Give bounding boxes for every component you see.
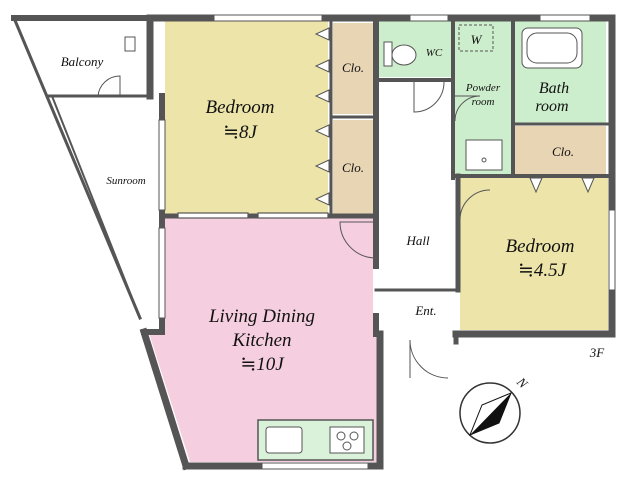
balcony-label: Balcony <box>61 54 104 69</box>
stove-burner-3 <box>342 441 352 451</box>
wash-basin-drain <box>481 157 487 163</box>
compass-needle-north <box>470 393 511 435</box>
door-powder <box>454 95 481 122</box>
door-wc <box>413 81 445 113</box>
balcony-area <box>18 22 143 93</box>
ldk-label-2: Kitchen <box>231 330 291 351</box>
compass-north-label: N <box>513 374 531 392</box>
wash-basin-icon <box>465 139 503 171</box>
ldk-area <box>148 218 378 462</box>
closet-markers <box>314 27 595 206</box>
window-bottom-kitchen <box>261 462 369 470</box>
bedroom-small-size: ≒4.5J <box>518 260 568 281</box>
door-ldk <box>339 221 377 259</box>
toilet-icon <box>391 44 417 66</box>
window-sunroom-bedroom <box>158 119 166 211</box>
sunroom-area <box>52 93 162 320</box>
bedroom-large-size: ≒8J <box>223 122 258 143</box>
toilet-tank <box>383 41 393 67</box>
doors <box>97 75 491 379</box>
ldk-label-1: Living Dining <box>208 306 315 327</box>
wc-label: WC <box>426 47 443 59</box>
sink-icon <box>265 426 303 454</box>
balcony-unit-icon <box>124 36 136 52</box>
floor-label: 3F <box>589 345 606 360</box>
windows <box>158 14 616 470</box>
closet-upper-label: Clo. <box>342 60 364 75</box>
bedroom-large-name: Bedroom <box>206 97 275 118</box>
window-top-wc <box>409 14 449 22</box>
closet-lower-area <box>333 120 373 214</box>
window-sunroom-ldk <box>158 227 166 319</box>
powder-room-label-1: Powder <box>465 82 501 94</box>
bedroom-small-name: Bedroom <box>506 236 575 257</box>
hall-label: Hall <box>405 233 430 248</box>
bedroom-small-area <box>460 178 608 330</box>
entrance-label: Ent. <box>414 303 436 318</box>
sunroom-label: Sunroom <box>106 175 145 187</box>
stove-burner-1 <box>336 431 346 441</box>
window-top-bath <box>539 14 591 22</box>
compass: N <box>459 374 532 444</box>
fixtures <box>124 24 583 454</box>
door-balcony <box>97 75 121 97</box>
window-top-bedroom <box>213 14 323 22</box>
bathtub-inner <box>526 32 578 64</box>
washer-label: W <box>471 32 483 47</box>
bath-room-label-1: Bath <box>539 80 569 97</box>
closet-upper-area <box>333 23 373 114</box>
closet-lower-label: Clo. <box>342 160 364 175</box>
closet-right-label: Clo. <box>552 144 574 159</box>
washer-space <box>458 24 494 52</box>
closet-right-area <box>513 126 606 174</box>
ldk-size: ≒10J <box>240 354 285 375</box>
door-entrance <box>409 339 449 379</box>
room-labels: Balcony Sunroom Bedroom ≒8J Clo. Clo. WC… <box>61 32 606 375</box>
powder-room-label-2: room <box>472 96 495 108</box>
door-bedroom-small <box>459 189 491 221</box>
bedroom-large-area <box>165 20 328 214</box>
sliding-doors <box>177 212 329 219</box>
stove-burner-2 <box>349 431 359 441</box>
window-right-bedroom <box>608 209 616 291</box>
bath-room-label-2: room <box>535 98 568 115</box>
